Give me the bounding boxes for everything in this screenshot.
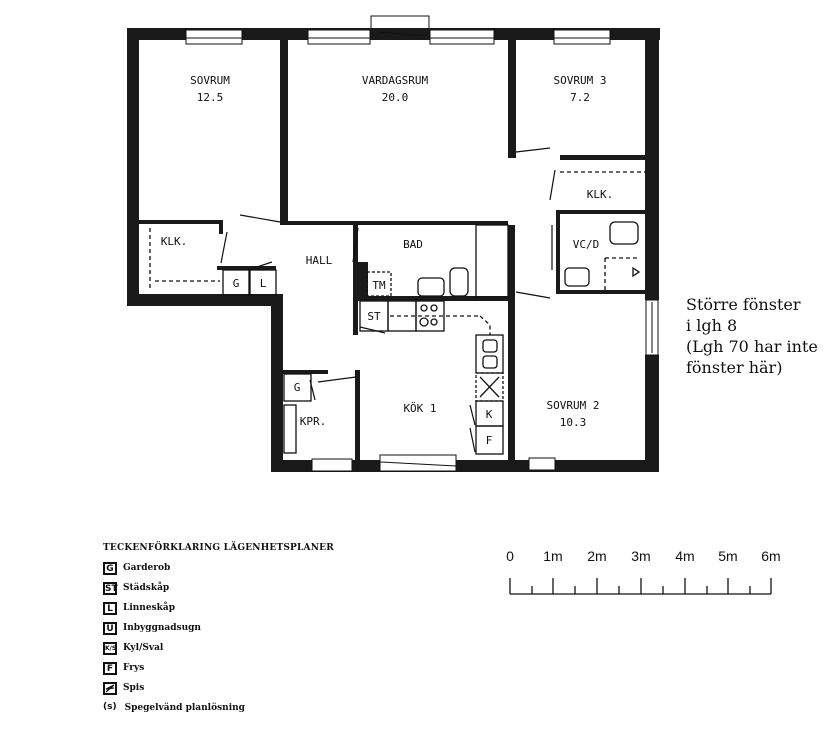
fixture-tm: TM [372, 279, 386, 292]
legend-item: ST Städskåp [103, 578, 334, 598]
linneskap-symbol-icon: L [103, 601, 117, 615]
legend-title: TECKENFÖRKLARING LÄGENHETSPLANER [103, 543, 334, 553]
legend-label: Frys [123, 663, 145, 673]
door-swings [220, 147, 556, 453]
stadskap-symbol-icon: ST [103, 581, 118, 595]
fixture-f: F [486, 434, 493, 447]
fixture-g-kpr: G [294, 381, 301, 394]
exterior-walls [127, 28, 660, 472]
legend-label: Linneskåp [123, 603, 175, 613]
scale-label: 2m [587, 548, 607, 564]
legend-item: (s) Spegelvänd planlösning [103, 698, 334, 718]
note-line: i lgh 8 [686, 316, 738, 335]
fixture-l-hall: L [260, 277, 267, 290]
inbyggnadsugn-symbol-icon: U [103, 621, 117, 635]
fixture-k: K [486, 408, 493, 421]
interior-walls [139, 40, 645, 460]
fixtures [222, 221, 641, 455]
legend-item: K/S Kyl/Sval [103, 638, 334, 658]
scale-label: 5m [718, 548, 738, 564]
legend-item: F Frys [103, 658, 334, 678]
room-name-sovrum: SOVRUM [190, 74, 230, 87]
spegelvand-symbol: (s) [103, 701, 117, 712]
room-name-sovrum-3: SOVRUM 3 [554, 74, 607, 87]
legend-item: G Garderob [103, 558, 334, 578]
legend-label: Städskåp [123, 583, 170, 593]
room-name-klk-left: KLK. [161, 235, 188, 248]
room-area-sovrum-3: 7.2 [570, 91, 590, 104]
window-note: Större fönster i lgh 8 (Lgh 70 har inte … [686, 294, 827, 378]
scale-label: 1m [543, 548, 563, 564]
room-name-kok: KÖK 1 [403, 402, 436, 415]
garderob-symbol-icon: G [103, 561, 117, 575]
room-name-sovrum-2: SOVRUM 2 [547, 399, 600, 412]
legend-label: Garderob [123, 563, 171, 573]
scale-label: 4m [675, 548, 695, 564]
legend-label: Spegelvänd planlösning [124, 703, 245, 713]
legend-item: L Linneskåp [103, 598, 334, 618]
room-name-hall: HALL [306, 254, 333, 267]
legend-item: Spis [103, 678, 334, 698]
note-line: (Lgh 70 har inte [686, 337, 818, 356]
spis-symbol-icon [103, 681, 117, 695]
scale-label: 6m [761, 548, 781, 564]
room-area-vardagsrum: 20.0 [382, 91, 409, 104]
fixture-g-hall: G [233, 277, 240, 290]
room-name-bad: BAD [403, 238, 423, 251]
frys-symbol-icon: F [103, 661, 117, 675]
scale-bar: 0 1m 2m 3m 4m 5m 6m [505, 548, 781, 598]
room-area-sovrum-2: 10.3 [560, 416, 587, 429]
windows [185, 29, 659, 472]
legend-label: Inbyggnadsugn [123, 623, 201, 633]
note-line: Större fönster [686, 295, 801, 314]
kyl-sval-symbol-icon: K/S [103, 641, 117, 655]
fixture-st: ST [367, 310, 381, 323]
room-name-klk-right: KLK. [587, 188, 614, 201]
scale-label: 3m [631, 548, 651, 564]
room-name-vardagsrum: VARDAGSRUM [362, 74, 429, 87]
note-line: fönster här) [686, 358, 783, 377]
legend-label: Spis [123, 683, 145, 693]
room-name-kpr: KPR. [300, 415, 327, 428]
legend: TECKENFÖRKLARING LÄGENHETSPLANER G Garder… [103, 543, 334, 718]
room-name-vcd: VC/D [573, 238, 600, 251]
room-area-sovrum: 12.5 [197, 91, 224, 104]
legend-label: Kyl/Sval [123, 643, 164, 653]
legend-item: U Inbyggnadsugn [103, 618, 334, 638]
scale-label: 0 [506, 548, 514, 564]
